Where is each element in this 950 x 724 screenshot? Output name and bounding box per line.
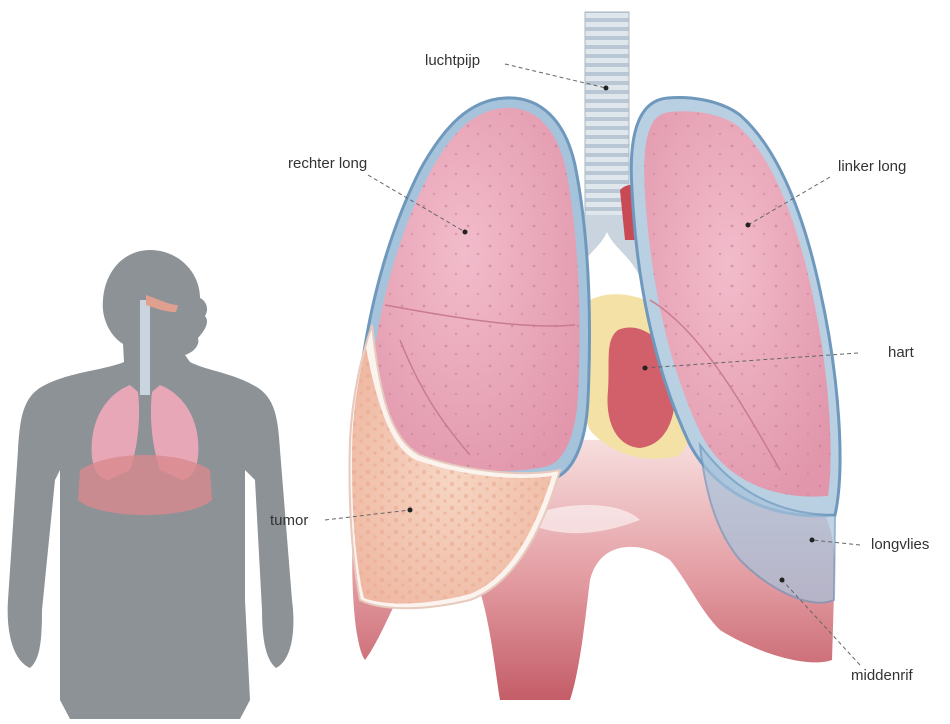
label-tumor: tumor <box>270 512 308 530</box>
label-pleura: longvlies <box>871 536 929 554</box>
label-left-lung: linker long <box>838 158 906 176</box>
label-diaphragm: middenrif <box>851 667 913 685</box>
label-trachea: luchtpijp <box>425 52 480 70</box>
label-right-lung: rechter long <box>288 155 367 173</box>
label-heart: hart <box>888 344 914 362</box>
body-silhouette <box>8 250 294 719</box>
